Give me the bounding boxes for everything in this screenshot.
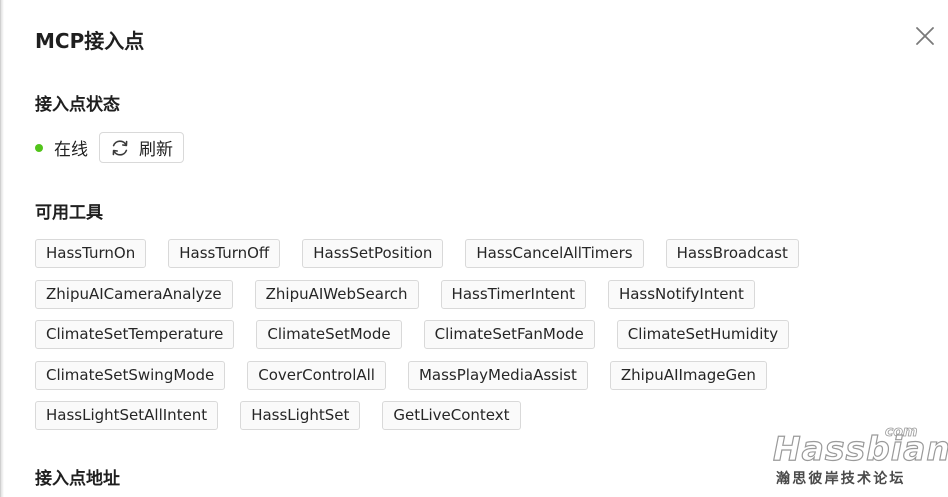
tool-tag: MassPlayMediaAssist (407, 360, 588, 390)
tool-row: HassLightSetAllIntent HassLightSet GetLi… (35, 401, 815, 430)
tool-tag: HassBroadcast (665, 239, 799, 268)
status-section-title: 接入点状态 (35, 95, 120, 115)
status-row: 在线 刷新 (35, 131, 184, 164)
refresh-button[interactable]: 刷新 (99, 132, 184, 163)
tool-tag: ClimateSetFanMode (423, 320, 595, 349)
watermark-subtitle: 瀚思彼岸技术论坛 (776, 471, 906, 487)
tool-tag: ClimateSetTemperature (35, 320, 235, 349)
watermark-brand: Hassbian (772, 429, 948, 468)
tool-tag: HassTurnOff (168, 239, 281, 268)
watermark-logo: com Hassbian 瀚思彼岸技术论坛 (771, 424, 948, 493)
tool-tag: HassLightSetAllIntent (35, 401, 219, 430)
tools-section-title: 可用工具 (35, 203, 103, 223)
close-icon[interactable] (913, 24, 937, 48)
tool-tag: HassLightSet (240, 401, 361, 430)
refresh-icon (110, 138, 130, 158)
tool-row: HassTurnOn HassTurnOff HassSetPosition H… (35, 239, 815, 268)
tool-tag: HassTurnOn (35, 239, 147, 268)
dialog-title: MCP接入点 (35, 29, 145, 53)
tool-row: ZhipuAICameraAnalyze ZhipuAIWebSearch Ha… (35, 279, 815, 309)
tool-tag: HassSetPosition (302, 239, 444, 268)
tool-tag: HassTimerIntent (440, 279, 586, 309)
status-online-dot (35, 143, 43, 152)
tool-tag: ZhipuAIWebSearch (254, 279, 419, 309)
tool-tag: ClimateSetHumidity (616, 320, 790, 349)
tool-row: ClimateSetTemperature ClimateSetMode Cli… (35, 320, 815, 349)
tool-tag: CoverControlAll (247, 360, 386, 390)
tool-tag: ClimateSetSwingMode (35, 360, 226, 390)
tool-tag: ZhipuAIImageGen (609, 360, 767, 390)
tools-tag-list: HassTurnOn HassTurnOff HassSetPosition H… (35, 239, 815, 442)
tool-row: ClimateSetSwingMode CoverControlAll Mass… (35, 360, 815, 390)
tool-tag: GetLiveContext (382, 401, 521, 430)
tool-tag: ZhipuAICameraAnalyze (35, 279, 233, 309)
refresh-button-label: 刷新 (139, 140, 173, 160)
tool-tag: HassCancelAllTimers (465, 239, 644, 268)
watermark-domain: com (885, 424, 918, 440)
status-text: 在线 (54, 140, 88, 160)
dialog-left-edge (1, 0, 4, 497)
address-section-title: 接入点地址 (35, 469, 120, 489)
tool-tag: ClimateSetMode (256, 320, 402, 349)
tool-tag: HassNotifyIntent (607, 279, 755, 309)
